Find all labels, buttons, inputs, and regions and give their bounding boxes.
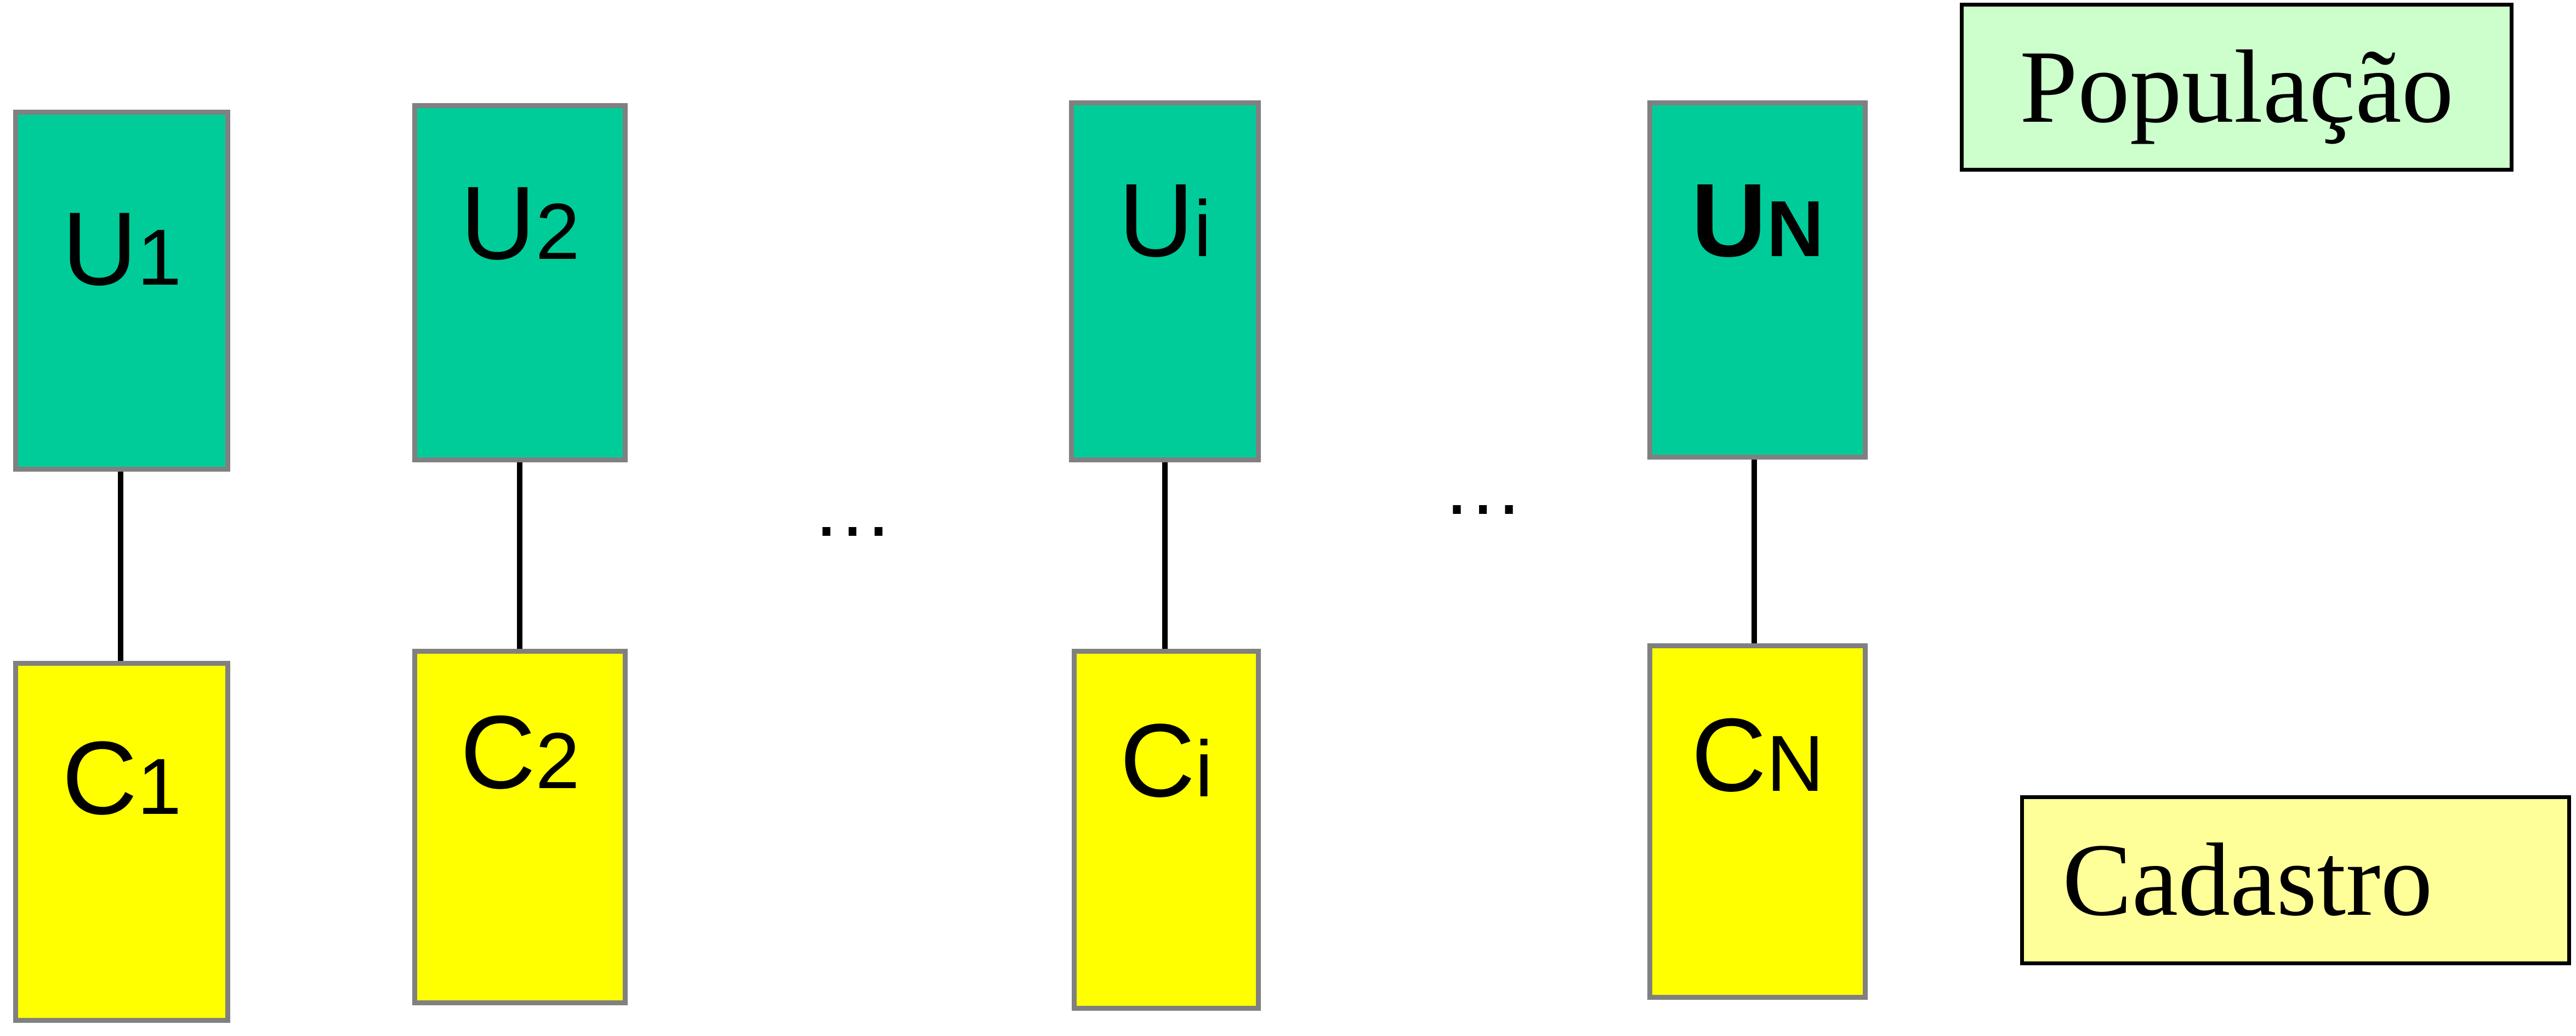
unit-cadastro-link-1	[118, 472, 123, 664]
cadastro-label-i: Ci	[1119, 703, 1213, 819]
unit-label-2: U2	[460, 165, 580, 281]
cadastro-label-1: C1	[62, 720, 181, 836]
unit-label-1: U1	[62, 191, 181, 307]
unit-box-i: Ui	[1069, 100, 1261, 462]
unit-box-2: U2	[412, 103, 628, 462]
cadastro-box-i: Ci	[1072, 649, 1261, 1011]
ellipsis-1: …	[811, 461, 901, 553]
legend-cadastro: Cadastro	[2020, 795, 2571, 965]
ellipsis-2: …	[1442, 439, 1532, 531]
cadastro-box-n: CN	[1647, 643, 1868, 1000]
cadastro-label-n: CN	[1691, 697, 1824, 813]
unit-cadastro-link-i	[1162, 462, 1168, 652]
unit-box-1: U1	[13, 110, 230, 472]
cadastro-box-1: C1	[13, 661, 230, 1023]
unit-cadastro-link-n	[1752, 460, 1757, 646]
cadastro-box-2: C2	[412, 649, 628, 1005]
unit-label-i: Ui	[1118, 162, 1212, 279]
unit-cadastro-link-2	[517, 462, 522, 652]
legend-populacao: População	[1960, 3, 2514, 172]
cadastro-label-2: C2	[460, 694, 580, 811]
unit-label-n: UN	[1691, 162, 1824, 279]
unit-box-n: UN	[1647, 100, 1868, 460]
